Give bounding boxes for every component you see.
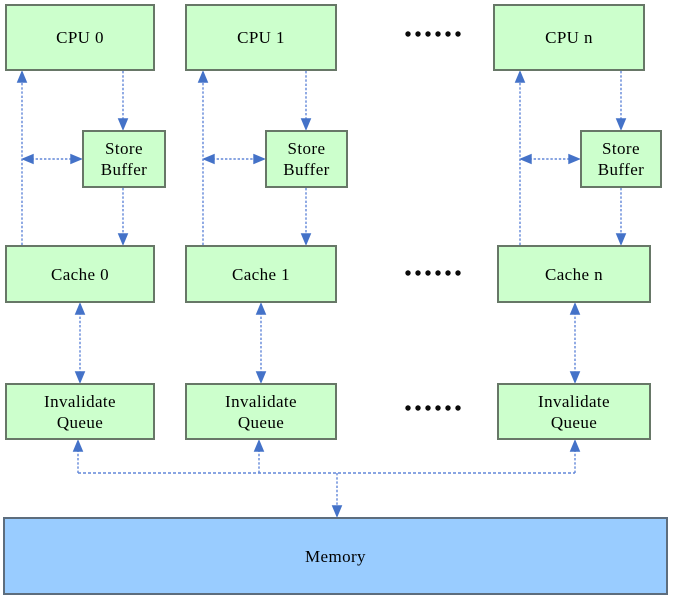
invalidate-queue-1-box: Invalidate Queue — [185, 383, 337, 440]
ellipsis-dots-row-0 — [405, 31, 461, 37]
cpu-n-box: CPU n — [493, 4, 645, 71]
invalidate-queue-0-box: Invalidate Queue — [5, 383, 155, 440]
memory-label: Memory — [305, 546, 366, 566]
store-buffer-1-box: Store Buffer — [265, 130, 348, 188]
store-buffer-1-label: Store Buffer — [283, 139, 330, 179]
ellipsis-dots-row-2 — [405, 405, 461, 411]
ellipsis-dot — [405, 405, 411, 411]
invalidate-queue-1-label: Invalidate Queue — [225, 391, 297, 432]
cpu-1-box: CPU 1 — [185, 4, 337, 71]
ellipsis-dot — [415, 270, 421, 276]
ellipsis-dot — [425, 31, 431, 37]
ellipsis-dot — [415, 405, 421, 411]
store-buffer-0-box: Store Buffer — [82, 130, 166, 188]
cpu-n-label: CPU n — [545, 28, 593, 47]
ellipsis-dot — [405, 270, 411, 276]
ellipsis-dot — [455, 31, 461, 37]
store-buffer-0-label: Store Buffer — [100, 139, 148, 179]
memory-box: Memory — [3, 517, 668, 595]
ellipsis-dot — [405, 31, 411, 37]
ellipsis-dot — [445, 270, 451, 276]
ellipsis-dot — [435, 31, 441, 37]
invalidate-queue-n-label: Invalidate Queue — [538, 391, 610, 432]
ellipsis-dot — [435, 405, 441, 411]
cpu-0-box: CPU 0 — [5, 4, 155, 71]
cache-0-label: Cache 0 — [50, 264, 110, 284]
ellipsis-dot — [425, 270, 431, 276]
cache-n-label: Cache n — [544, 264, 604, 284]
cache-1-box: Cache 1 — [185, 245, 337, 303]
ellipsis-dots-row-1 — [405, 270, 461, 276]
ellipsis-dot — [415, 31, 421, 37]
store-buffer-n-box: Store Buffer — [580, 130, 662, 188]
invalidate-queue-n-box: Invalidate Queue — [497, 383, 651, 440]
cache-n-box: Cache n — [497, 245, 651, 303]
cache-1-label: Cache 1 — [231, 264, 291, 284]
invalidate-queue-0-label: Invalidate Queue — [44, 391, 116, 432]
cache-0-box: Cache 0 — [5, 245, 155, 303]
ellipsis-dot — [455, 405, 461, 411]
cpu-1-label: CPU 1 — [237, 28, 285, 47]
ellipsis-dot — [455, 270, 461, 276]
ellipsis-dot — [445, 31, 451, 37]
ellipsis-dot — [445, 405, 451, 411]
store-buffer-n-label: Store Buffer — [597, 139, 645, 179]
ellipsis-dot — [435, 270, 441, 276]
ellipsis-dot — [425, 405, 431, 411]
cpu-0-label: CPU 0 — [56, 28, 104, 47]
